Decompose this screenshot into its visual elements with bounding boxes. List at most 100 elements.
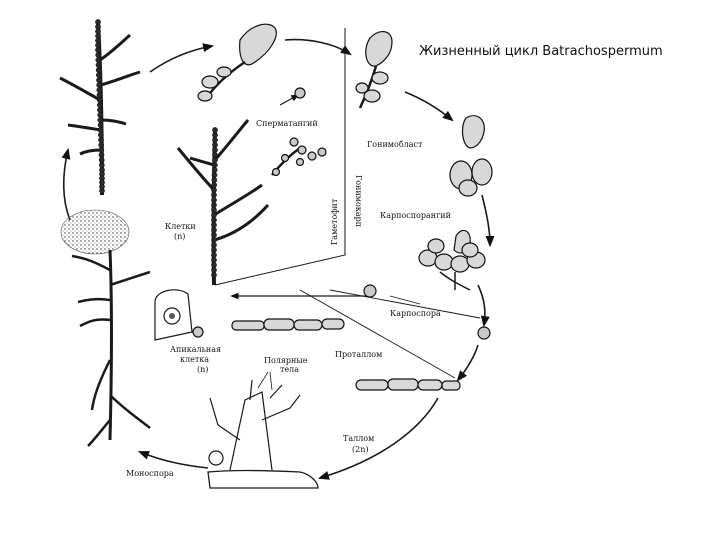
- polar-bodies-pointer: [257, 371, 269, 389]
- germling-base: [207, 379, 319, 489]
- filament-cell: [97, 112, 104, 118]
- filament-cell: [211, 222, 217, 228]
- filament-cell: [212, 142, 218, 148]
- cell-cluster-dotted: [60, 209, 130, 255]
- carpogonium-left: [197, 23, 277, 102]
- filament-cell: [211, 167, 218, 173]
- filament-cell: [96, 97, 103, 103]
- connector-line-2: [299, 289, 456, 379]
- cycle-arrow-top-right: [284, 38, 352, 56]
- filament-cell: [211, 217, 217, 223]
- filament-cell: [97, 117, 104, 123]
- spermatangium-cluster: [271, 137, 327, 177]
- filament-cell: [98, 147, 105, 153]
- filament-cell: [211, 252, 217, 258]
- filament-cell: [96, 82, 103, 88]
- gametophyte-medium: [176, 119, 270, 286]
- filament-cell: [211, 267, 217, 273]
- connector-line-3: [389, 295, 421, 305]
- filament-cell: [211, 232, 217, 238]
- cycle-arrow-left-up: [61, 147, 71, 221]
- label-polar-bodies-1: Полярные: [264, 356, 308, 365]
- filament-cell: [211, 197, 217, 203]
- label-gametophyte: Гаметофит: [330, 198, 339, 245]
- filament-cell: [211, 182, 218, 188]
- filament-cell: [95, 52, 102, 58]
- spermatium: [294, 87, 306, 99]
- filament-cell: [212, 152, 218, 158]
- filament-cell: [98, 152, 105, 158]
- cycle-arrow-right-4: [456, 344, 479, 382]
- polar-bodies-pointer-2: [269, 371, 273, 391]
- spore-arrow: [279, 94, 300, 106]
- filament-cell: [211, 242, 217, 248]
- filament-cell: [211, 237, 217, 243]
- label-polar-bodies-2: тела: [280, 365, 299, 374]
- filament-cell: [211, 172, 218, 178]
- filament-cell: [211, 262, 217, 268]
- gametophyte-box: [214, 28, 346, 286]
- label-thallus-ploidy: (2n): [352, 445, 368, 454]
- filament-cell: [97, 132, 104, 138]
- apical-cell-detail: [154, 289, 204, 341]
- filament-cell: [98, 137, 104, 143]
- filament-cell: [211, 257, 217, 263]
- filament-cell: [96, 77, 102, 83]
- protallus-filament: [231, 318, 345, 331]
- label-thallus: Таллом: [343, 434, 374, 443]
- filament-cell: [98, 157, 105, 163]
- label-gonimoblast: Гонимобласт: [367, 140, 423, 149]
- filament-cell: [211, 162, 218, 168]
- filament-cell: [97, 107, 103, 113]
- filament-cell: [212, 157, 218, 163]
- carposporangium-cluster: [418, 229, 486, 291]
- filament-cell: [212, 132, 218, 138]
- cycle-arrow-right-3: [477, 284, 490, 328]
- label-carposporangium: Карпоспорангий: [380, 211, 451, 220]
- label-cells: Клетки: [165, 222, 196, 231]
- cycle-arrow-top-left: [149, 43, 215, 73]
- filament-cell: [211, 227, 217, 233]
- label-gonimocarp: Гонимокарп: [354, 175, 363, 227]
- filament-cell: [95, 67, 102, 73]
- label-carpospore: Карпоспора: [390, 309, 441, 318]
- filament-cell: [211, 192, 217, 198]
- label-protallus: Проталлом: [335, 350, 382, 359]
- filament-cell: [211, 247, 217, 253]
- label-apical-ploidy: (n): [197, 365, 208, 374]
- filament-cell: [99, 187, 105, 194]
- label-spermatangium: Сперматангий: [256, 119, 318, 128]
- filament-cell: [211, 207, 217, 213]
- chantransia-stage: [71, 249, 151, 447]
- connector-line-1: [329, 289, 481, 319]
- filament-cell: [211, 272, 217, 278]
- filament-cell: [95, 72, 102, 78]
- carpogonium-right: [355, 31, 393, 109]
- label-monospore: Моноспора: [126, 469, 174, 478]
- filament-cell: [212, 137, 218, 143]
- carpospore-2: [477, 326, 491, 340]
- filament-cell: [212, 147, 218, 153]
- carpospore-1: [363, 284, 377, 298]
- filament-cell: [96, 92, 103, 98]
- filament-cell: [95, 57, 102, 63]
- filament-cell: [96, 102, 103, 108]
- cycle-arrow-bottom-right: [317, 397, 439, 480]
- label-cells-ploidy: (n): [174, 232, 185, 241]
- filament-cell: [97, 127, 104, 133]
- filament-cell: [97, 122, 104, 128]
- filament-cell: [211, 212, 217, 218]
- diagram-title: Жизненный цикл Batrachospermum: [419, 44, 663, 59]
- cycle-arrow-right-2: [481, 194, 495, 248]
- filament-cell: [96, 87, 103, 93]
- filament-cell: [98, 162, 105, 168]
- filament-cell: [95, 47, 101, 53]
- filament-cell: [212, 127, 218, 133]
- filament-cell: [211, 187, 217, 193]
- gametophyte-large: [59, 19, 141, 196]
- protallus-filament-2: [355, 378, 461, 391]
- label-apical-cells-2: клетка: [180, 355, 209, 364]
- cycle-arrow-bottom-left: [137, 451, 209, 469]
